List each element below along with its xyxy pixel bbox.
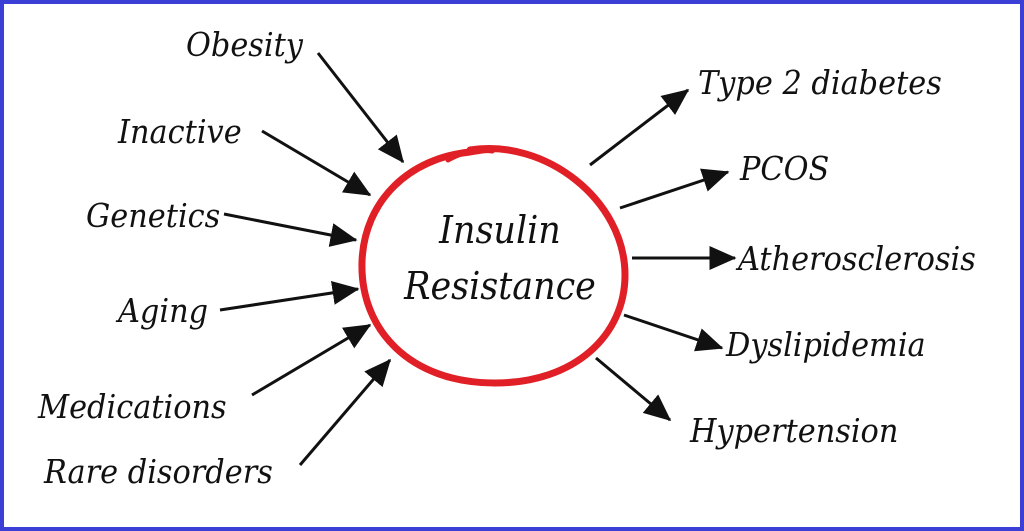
arrow-medications <box>251 323 372 397</box>
center-ring-tail <box>445 147 493 163</box>
effect-label-hypertension: Hypertension <box>690 411 899 450</box>
effect-label-type-2-diabetes: Type 2 diabetes <box>698 63 942 102</box>
cause-label-medications: Medications <box>38 387 227 426</box>
cause-label-aging: Aging <box>118 291 209 330</box>
effect-label-dyslipidemia: Dyslipidemia <box>726 325 926 364</box>
cause-label-genetics: Genetics <box>86 196 221 235</box>
cause-label-obesity: Obesity <box>186 25 303 64</box>
arrow-obesity <box>316 52 405 164</box>
center-label-line2: Resistance <box>404 264 596 308</box>
center-label: Insulin Resistance <box>353 202 647 314</box>
arrow-pcos <box>619 168 730 210</box>
arrow-rare-disorders <box>298 358 392 466</box>
effect-label-atherosclerosis: Atherosclerosis <box>738 239 976 278</box>
arrow-aging <box>219 280 360 312</box>
arrow-type-2-diabetes <box>589 88 690 167</box>
arrow-dyslipidemia <box>623 313 724 352</box>
center-label-line1: Insulin <box>439 208 561 252</box>
effect-label-pcos: PCOS <box>740 149 830 188</box>
arrow-hypertension <box>595 356 672 422</box>
cause-label-inactive: Inactive <box>118 112 242 151</box>
arrow-inactive <box>261 129 372 197</box>
cause-label-rare-disorders: Rare disorders <box>44 452 273 491</box>
arrow-genetics <box>223 212 358 247</box>
center-ring <box>358 145 629 387</box>
